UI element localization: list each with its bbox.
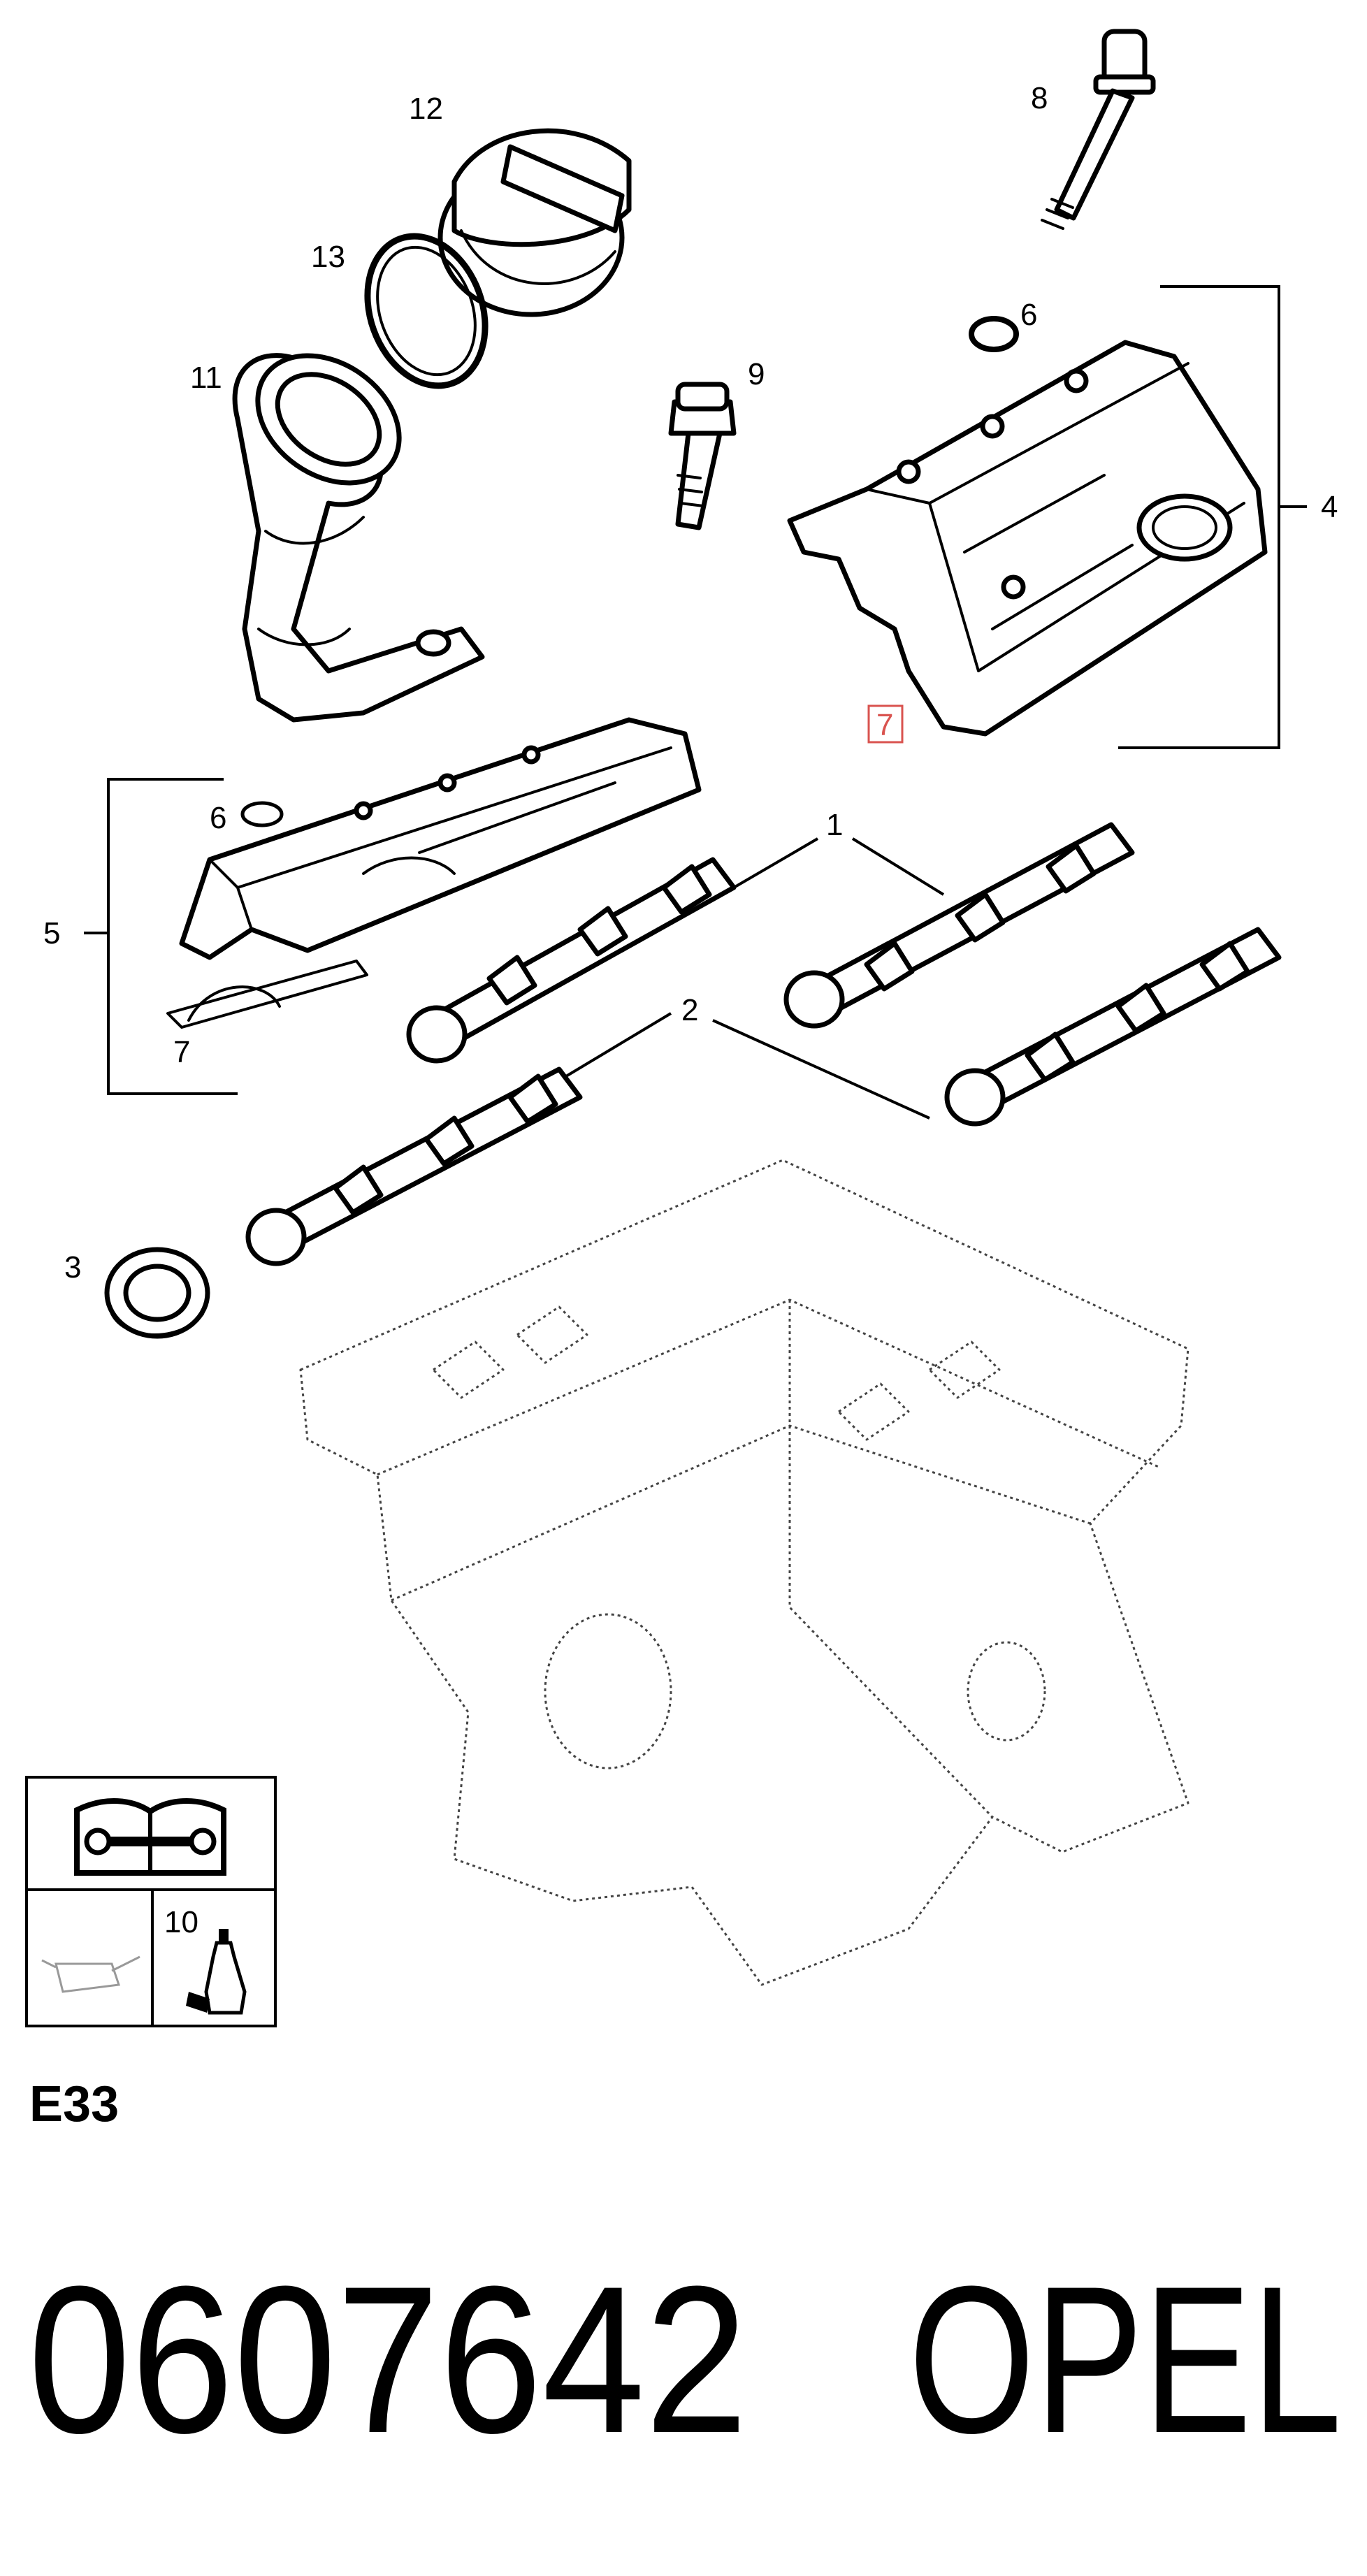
camshaft-2-right-part (944, 927, 1282, 1127)
section-code: E33 (29, 2076, 119, 2132)
callout-13: 13 (311, 240, 345, 274)
camshaft-2-left-part (245, 1066, 583, 1266)
sealant-tube-icon (186, 1929, 247, 2015)
seal-6-left-part (240, 801, 284, 827)
callout-6-top: 6 (1020, 298, 1037, 332)
camshaft-1-left-part (406, 857, 737, 1064)
oil-cap-12-part (437, 128, 632, 317)
brand-name: OPEL (909, 2242, 1342, 2477)
svg-text:7: 7 (876, 708, 893, 742)
callout-7-highlighted: 7 (867, 704, 904, 744)
callout-1: 1 (826, 808, 843, 842)
engine-block-ghost-part (299, 1159, 1189, 1986)
seal-6-top-part (969, 316, 1019, 352)
callout-5: 5 (43, 916, 60, 950)
bolt-8-part (1041, 29, 1156, 230)
callout-8: 8 (1031, 81, 1048, 115)
bolt-9-part (668, 382, 737, 530)
callout-4: 4 (1321, 490, 1338, 524)
callout-11: 11 (190, 361, 222, 395)
callout-10: 10 (164, 1905, 198, 1939)
legend-box (25, 1776, 277, 2027)
callout-12: 12 (409, 92, 443, 126)
camshaft-1-right-part (783, 822, 1135, 1029)
gasket-7-part (166, 960, 368, 1029)
cam-cover-4-part (787, 340, 1268, 737)
callout-9: 9 (748, 357, 765, 391)
oil-can-icon (41, 1955, 140, 1993)
book-wrench-icon (74, 1798, 226, 1876)
o-ring-13-part (364, 233, 489, 389)
shaft-seal-3-part (104, 1247, 210, 1339)
filler-neck-11-part (232, 353, 485, 723)
callout-2: 2 (681, 993, 698, 1027)
part-number: 0607642 (28, 2242, 748, 2477)
callout-7-left: 7 (173, 1035, 190, 1069)
callout-3: 3 (64, 1250, 81, 1285)
cam-cover-5-part (179, 717, 702, 960)
callout-6-left: 6 (210, 801, 226, 835)
